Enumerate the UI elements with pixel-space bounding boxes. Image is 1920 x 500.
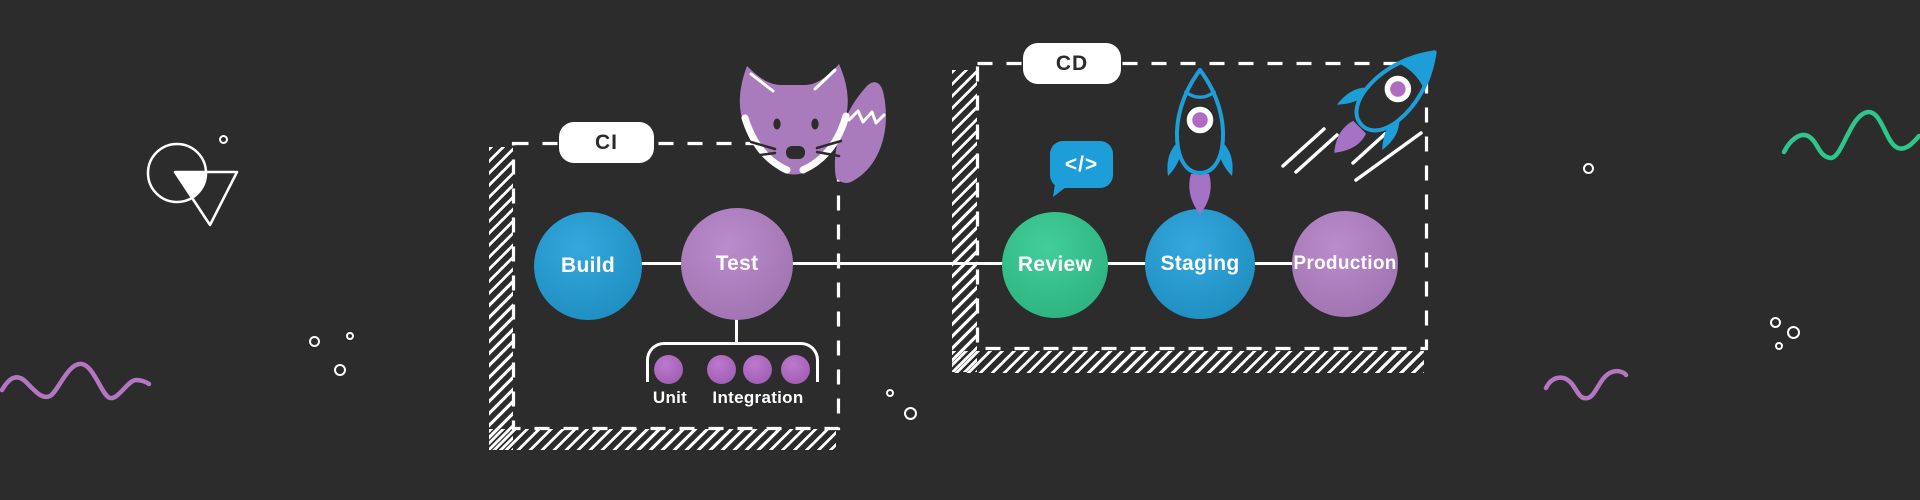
ci-box-border [511,141,841,431]
ci-box-hatch-bottom [489,429,836,450]
stage-label: Review [1017,253,1093,276]
squiggle-purple-right-icon [1543,368,1629,401]
ring-dot-icon [1770,317,1781,328]
ring-dot-icon [1775,342,1783,350]
ci-label-pill: CI [559,122,654,163]
unit-tests-label: Unit [652,388,688,407]
stage-build: Build [534,212,642,320]
cd-box-border [975,61,1429,351]
rocket-flying-icon [1281,50,1437,182]
test-branch-stem [735,319,738,344]
stage-label: Staging [1160,252,1240,275]
cd-label-pill: CD [1023,43,1121,84]
circle-triangle-sketch-icon [146,142,239,227]
integration-test-dot [743,355,772,384]
cd-box-hatch-bottom [952,351,1424,373]
ring-dot-icon [346,332,354,340]
ring-dot-icon [904,407,917,420]
ci-label: CI [595,130,618,154]
cd-box-hatch-left [952,70,977,372]
stage-label: Build [561,254,615,277]
ring-dot-icon [1583,163,1594,174]
connector-test-review [790,262,1006,265]
code-bubble-icon: </> [1050,141,1113,188]
stage-staging: Staging [1145,209,1255,319]
integration-test-dot [707,355,736,384]
stage-review: Review [1002,212,1108,318]
ring-dot-icon [309,336,320,347]
ci-box-hatch-left [489,147,513,450]
connector-review-staging [1105,262,1149,265]
unit-test-dot [654,355,683,384]
code-bubble-text: </> [1064,152,1099,176]
rocket-launch-icon [1167,68,1233,214]
ring-dot-icon [219,135,228,144]
stage-production: Production [1292,211,1398,317]
connector-staging-production [1252,262,1296,265]
test-bracket [646,342,819,382]
stage-test: Test [681,208,793,320]
ring-dot-icon [1787,326,1800,339]
integration-tests-label: Integration [712,388,804,407]
cd-label: CD [1055,51,1089,75]
squiggle-green-right-icon [1781,109,1920,161]
stage-label: Production [1293,253,1397,274]
stage-label: Test [715,252,759,275]
squiggle-purple-left-icon [0,361,152,401]
ring-dot-icon [886,389,894,397]
fox-mascot-icon [739,64,886,183]
connector-build-test [640,262,684,265]
ring-dot-icon [334,364,346,376]
integration-test-dot [781,355,810,384]
